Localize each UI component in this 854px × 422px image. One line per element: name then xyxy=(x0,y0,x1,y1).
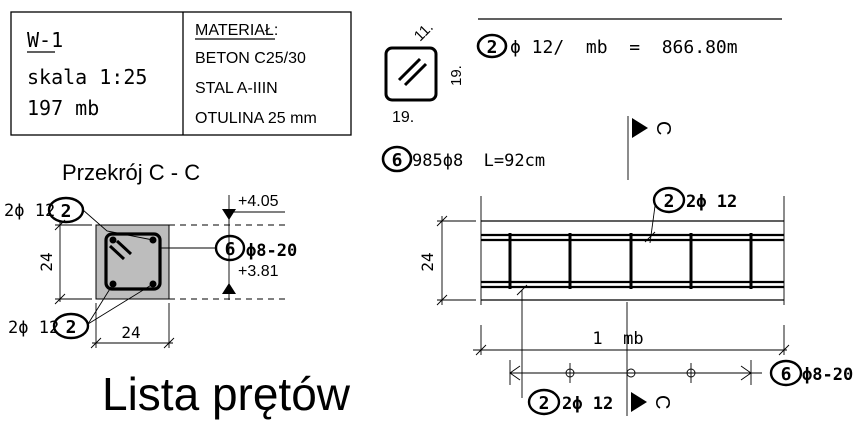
section-stirrup xyxy=(104,232,162,291)
length-label: 1 mb xyxy=(592,329,643,349)
section-stirrup-label: ϕ8-20 xyxy=(246,241,297,261)
list-heading: Lista prętów xyxy=(102,368,351,420)
material-header: MATERIAŁ: xyxy=(195,22,278,39)
cover-text: OTULINA 25 mm xyxy=(195,110,317,127)
spacing-arrow-right xyxy=(740,365,752,381)
section-bottom-mark-circle xyxy=(52,312,90,340)
concrete-text: BETON C25/30 xyxy=(195,50,306,67)
section-bottom-leader-2 xyxy=(87,283,154,325)
section-bar-top-left xyxy=(109,236,117,244)
title-block-frame xyxy=(10,11,352,136)
section-width-tick-right xyxy=(163,337,175,349)
elev-bottom-mark: 2 xyxy=(539,393,550,414)
level-top-label: +4.05 xyxy=(238,193,279,210)
level-top-arrow xyxy=(222,209,236,220)
section-bottom-mark: 2 xyxy=(66,317,77,338)
elev-bottom-mark-circle xyxy=(527,388,561,416)
level-bottom-label: +3.81 xyxy=(238,263,279,280)
section-stirrup-mark: 6 xyxy=(225,239,236,260)
section-width-dim: 24 xyxy=(121,323,140,342)
bar6-mark-circle xyxy=(381,145,413,173)
shape-dim-hook: 11. xyxy=(411,19,437,45)
elev-top-mark: 2 xyxy=(664,191,675,212)
shape-dim-side: 19. xyxy=(448,65,465,86)
bar2-mark: 2 xyxy=(487,37,498,58)
cross-section: Przekrój C - C 2ϕ 12 2 2ϕ 12 2 24 xyxy=(4,160,297,349)
section-height-tick-bottom xyxy=(54,293,66,305)
section-hook-1 xyxy=(108,244,126,261)
spacing-arrow-left xyxy=(509,365,521,381)
bar6-mark: 6 xyxy=(392,150,403,171)
quantity-text: 197 mb xyxy=(27,96,99,120)
section-top-mark: 2 xyxy=(61,201,72,222)
elev-stirrup-label: ϕ8-20 xyxy=(802,365,853,385)
bar6-summary: 6 985ϕ8 L=92cm xyxy=(381,145,545,173)
stirrup-hook-1 xyxy=(397,57,422,82)
bar2-mark-circle xyxy=(476,33,508,59)
steel-text: STAL A-IIIN xyxy=(195,80,278,97)
elev-bottom-leader-tick xyxy=(516,284,528,296)
section-height-tick-top xyxy=(54,219,66,231)
section-height-dim: 24 xyxy=(37,252,56,271)
elev-height-dim: 24 xyxy=(418,252,437,271)
section-width-tick-left xyxy=(90,337,102,349)
stirrup-shape-sketch: 11. 19. 19. xyxy=(384,19,465,126)
elev-top-leader-tick xyxy=(644,231,656,243)
elevation: C 24 2 2ϕ 12 1 mb xyxy=(418,116,853,416)
elev-height-tick-bottom xyxy=(436,294,448,306)
section-bottom-leader-1 xyxy=(87,283,114,325)
section-hook-2 xyxy=(115,239,133,256)
elev-height-tick-top xyxy=(436,215,448,227)
element-id: W-1 xyxy=(27,28,63,52)
bar6-count-text: 985ϕ8 L=92cm xyxy=(412,151,545,171)
cut-arrow-bottom xyxy=(631,392,647,412)
stirrup-hook-2 xyxy=(403,62,428,87)
cut-label-top: C xyxy=(652,121,674,135)
elev-bottom-bars-label: 2ϕ 12 xyxy=(562,394,613,414)
section-bottom-bars-label: 2ϕ 12 xyxy=(8,318,59,338)
bar2-length-text: ϕ 12/ mb = 866.80m xyxy=(510,37,738,58)
bar2-summary: 2 ϕ 12/ mb = 866.80m xyxy=(476,18,782,59)
shape-dim-bottom: 19. xyxy=(392,109,414,126)
elev-stirrup-mark-circle xyxy=(769,359,803,387)
section-title: Przekrój C - C xyxy=(62,160,200,185)
elev-stirrup-mark: 6 xyxy=(781,364,792,385)
elev-top-bars-label: 2ϕ 12 xyxy=(686,192,737,212)
stirrup-shape xyxy=(384,46,438,102)
scale-text: skala 1:25 xyxy=(27,65,147,89)
section-top-bars-label: 2ϕ 12 xyxy=(4,201,55,221)
level-bottom-arrow xyxy=(222,283,236,294)
section-top-leader xyxy=(82,209,154,241)
title-block: W-1 skala 1:25 197 mb MATERIAŁ: BETON C2… xyxy=(10,11,352,136)
cut-label-bottom: C xyxy=(651,395,673,409)
elev-top-leader xyxy=(649,205,656,244)
elev-top-mark-circle xyxy=(652,186,686,214)
cut-arrow-top xyxy=(632,118,648,138)
